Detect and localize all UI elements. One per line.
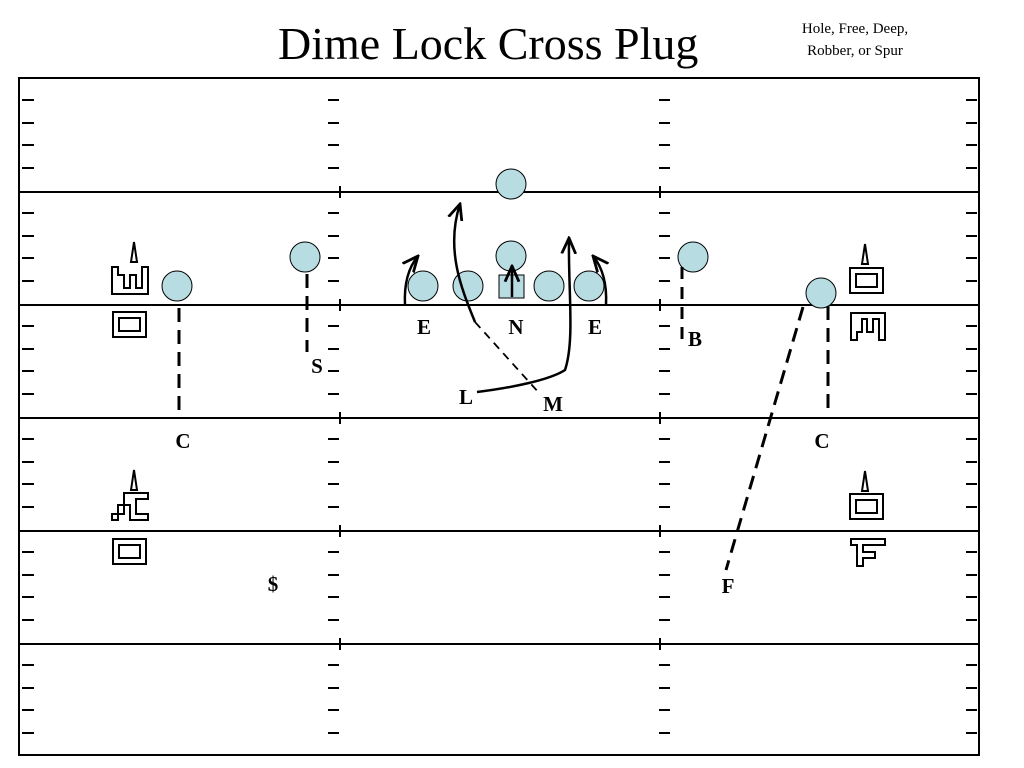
offense-player-tackle-left (407, 270, 439, 302)
label-sam: S (311, 354, 323, 378)
digit-three (850, 312, 886, 341)
digit-four (850, 538, 886, 567)
offense-player-tight-end (677, 241, 709, 273)
label-end-right: E (588, 315, 602, 339)
label-mike: M (543, 392, 563, 416)
digit-zero-inner (855, 499, 878, 514)
yard-arrow-icon (860, 470, 870, 492)
end-left-rush-arrow (405, 256, 418, 306)
play-title: Dime Lock Cross Plug (278, 18, 699, 69)
digit-zero-inner (855, 273, 878, 288)
free-safety-path (724, 306, 805, 571)
offense-player-guard-right (533, 270, 565, 302)
yard-number-left-upper (111, 241, 149, 338)
yard-lines (19, 191, 979, 645)
digit-zero-inner (118, 317, 141, 332)
digit-zero-outer (849, 493, 884, 520)
digit-zero-outer (849, 267, 884, 294)
yard-arrow-icon (129, 469, 139, 491)
offense-player-slot-left (289, 241, 321, 273)
digit-zero-outer (112, 538, 147, 565)
digit-three (111, 266, 149, 295)
label-dollar: $ (268, 572, 279, 596)
sideline-numbers (111, 241, 886, 567)
offense (161, 168, 837, 309)
label-lock: L (459, 385, 473, 409)
yard-number-right-lower (849, 470, 886, 567)
coverage-call-line-1: Hole, Free, Deep, (801, 21, 909, 37)
label-free: F (722, 574, 735, 598)
defensive-assignments (177, 204, 830, 571)
end-right-rush-arrow (593, 256, 606, 306)
label-buck: B (688, 327, 702, 351)
mike-cross-path (454, 204, 477, 323)
label-nose: N (508, 315, 523, 339)
field-border (18, 77, 980, 756)
lock-cross-path (476, 238, 570, 394)
label-end-left: E (417, 315, 431, 339)
digit-four (111, 492, 149, 521)
digit-zero-inner (118, 544, 141, 559)
hash-marks (22, 99, 977, 734)
digit-zero-outer (112, 311, 147, 338)
mike-dashed-path (474, 321, 541, 395)
offense-player-deep-back (495, 168, 527, 200)
yard-arrow-icon (129, 241, 139, 263)
offense-player-split-end-right (805, 277, 837, 309)
coverage-call-note: Hole, Free, Deep, Robber, or Spur (770, 18, 940, 62)
label-corner-left: C (175, 429, 190, 453)
yard-arrow-icon (860, 243, 870, 265)
offense-player-tackle-right (573, 270, 605, 302)
yard-number-right-upper (849, 243, 886, 341)
label-corner-right: C (814, 429, 829, 453)
yard-number-left-lower (111, 469, 149, 565)
coverage-call-line-2: Robber, or Spur (807, 43, 903, 59)
defender-labels: E N E B S L M C C $ F (175, 315, 829, 598)
offense-player-split-end-left (161, 270, 193, 302)
